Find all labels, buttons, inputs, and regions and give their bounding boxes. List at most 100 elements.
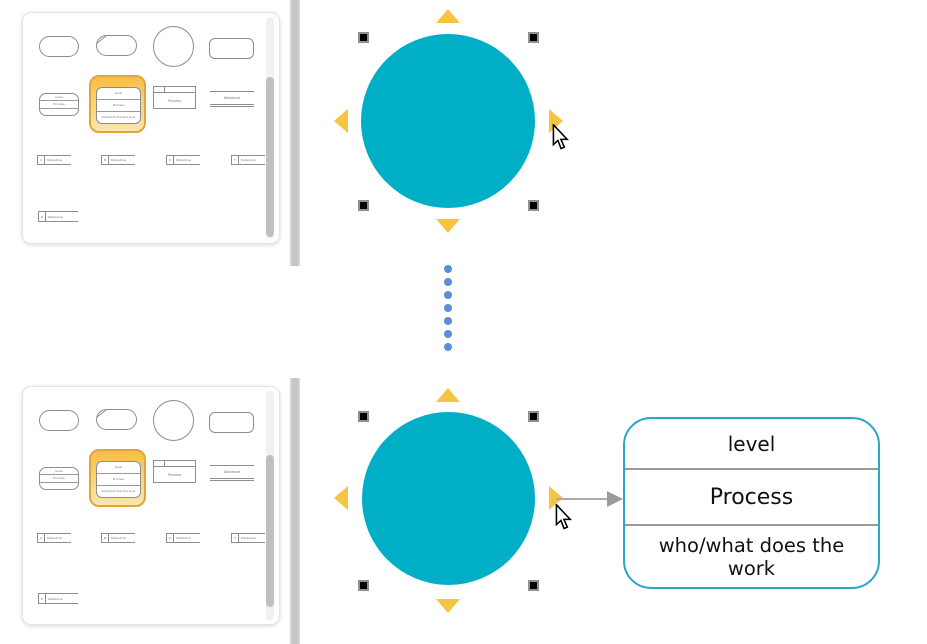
dot (444, 317, 452, 325)
process-rect-header (154, 87, 195, 93)
direction-arrow-down-icon[interactable] (436, 219, 460, 233)
palette-shape-datastore[interactable]: D Datastore (38, 211, 78, 222)
datastore-id: D (39, 594, 46, 603)
datastore-label: Datastore (47, 158, 62, 162)
direction-arrow-up-icon[interactable] (436, 388, 460, 402)
palette-shape-datastore[interactable]: D Datastore (38, 593, 78, 604)
palette-shape-datastore[interactable]: C Datastore (37, 533, 71, 543)
palette-shape-datastore-wide[interactable]: Datastore (210, 91, 254, 107)
process-rect-label: Process (168, 98, 181, 103)
datastore-label: Datastore (176, 536, 191, 540)
palette-shape-datastore[interactable]: T Datastore (231, 155, 265, 165)
palette-shape-process-rect[interactable]: Process (153, 86, 196, 109)
direction-arrow-down-icon[interactable] (436, 599, 460, 613)
dot (444, 330, 452, 338)
selection-handle-bottom-left[interactable] (358, 200, 369, 211)
selection-handle-bottom-left[interactable] (358, 580, 369, 591)
process-box-row-process: Process (625, 470, 878, 526)
process-box-row-who: who/what does the work (658, 533, 845, 580)
datastore-id: M (102, 534, 109, 542)
mini-row-who: who/what does the work (101, 488, 136, 493)
selected-mini-shape: level Process who/what does the work (96, 461, 141, 498)
mini-row-who: who/what does the work (101, 114, 136, 119)
notch-line (96, 35, 107, 44)
datastore-label: Datastore (176, 158, 191, 162)
palette-shape-circle[interactable] (153, 400, 194, 441)
palette-shape-datastore[interactable]: D Datastore (166, 155, 200, 165)
dot (444, 291, 452, 299)
palette-shape-rounded-rect[interactable] (209, 412, 254, 433)
mini-row-process: Process (40, 101, 78, 109)
palette-shape-circle[interactable] (153, 26, 194, 67)
process-box[interactable]: level Process who/what does the work (623, 417, 880, 589)
dot (444, 343, 452, 351)
datastore-label: Datastore (241, 158, 256, 162)
datastore-wide-label: Datastore (223, 470, 241, 474)
mouse-cursor-icon (555, 504, 572, 530)
palette-shape-datastore[interactable]: T Datastore (231, 533, 265, 543)
process-rect-header (154, 461, 195, 467)
process-rect-id-cell (154, 87, 165, 92)
selection-handle-top-left[interactable] (358, 32, 369, 43)
datastore-id: D (167, 534, 174, 542)
selected-mini-shape: level Process who/what does the work (96, 87, 141, 124)
scrollbar-track[interactable] (266, 391, 274, 620)
palette-shape-rounded-rect[interactable] (209, 38, 254, 59)
datastore-id: T (232, 156, 239, 164)
canvas-circle-bottom[interactable] (362, 412, 535, 585)
datastore-id: D (39, 212, 46, 221)
palette-shape-datastore-wide[interactable]: Datastore (210, 465, 254, 481)
palette-shape-datastore[interactable]: M Datastore (101, 155, 135, 165)
scrollbar-track[interactable] (266, 17, 274, 239)
datastore-wide-label: Datastore (223, 96, 241, 100)
datastore-id: M (102, 156, 109, 164)
datastore-id: C (38, 156, 45, 164)
datastore-label: Datastore (111, 158, 126, 162)
datastore-label: Datastore (48, 214, 63, 219)
palette-shape-oval[interactable] (39, 36, 79, 57)
palette-shape-process-selected[interactable]: level Process who/what does the work (89, 449, 146, 507)
selection-handle-top-left[interactable] (358, 411, 369, 422)
datastore-id: C (38, 534, 45, 542)
palette-shape-oval-notched[interactable] (96, 35, 137, 56)
direction-arrow-left-icon[interactable] (334, 486, 348, 510)
palette-shape-datastore[interactable]: C Datastore (37, 155, 71, 165)
mouse-cursor-icon (552, 124, 569, 150)
palette-shape-oval[interactable] (39, 410, 79, 431)
selection-handle-bottom-right[interactable] (528, 200, 539, 211)
palette-shape-datastore[interactable]: M Datastore (101, 533, 135, 543)
selection-handle-top-right[interactable] (528, 32, 539, 43)
connector-arrowhead-icon[interactable] (607, 491, 623, 507)
selection-handle-top-right[interactable] (528, 411, 539, 422)
palette-shape-process-rounded[interactable]: level Process (39, 467, 79, 490)
direction-arrow-left-icon[interactable] (334, 109, 348, 133)
direction-arrow-right-icon[interactable] (549, 109, 563, 133)
mini-row-empty (40, 109, 78, 115)
dot (444, 304, 452, 312)
connector-line[interactable] (556, 498, 608, 500)
palette-shape-datastore[interactable]: D Datastore (166, 533, 200, 543)
notch-line (96, 409, 107, 418)
mini-row-level: level (97, 88, 140, 100)
mini-row-process: Process (97, 474, 140, 486)
process-box-row-level: level (625, 419, 878, 470)
shape-palette-panel-top: level Process level Process who/what doe… (22, 12, 280, 244)
canvas-circle-top[interactable] (361, 34, 535, 208)
scrollbar-thumb[interactable] (266, 455, 274, 607)
datastore-id: D (167, 156, 174, 164)
process-rect-label: Process (168, 472, 181, 477)
panel-divider-bar-bottom (290, 378, 300, 644)
datastore-label: Datastore (241, 536, 256, 540)
panel-divider-bar-top (290, 0, 300, 266)
palette-shape-oval-notched[interactable] (96, 409, 137, 430)
palette-shape-process-selected[interactable]: level Process who/what does the work (89, 75, 146, 133)
datastore-label: Datastore (111, 536, 126, 540)
palette-shape-process-rounded[interactable]: level Process (39, 93, 79, 116)
mini-row-level: level (40, 468, 78, 476)
palette-shape-process-rect[interactable]: Process (153, 460, 196, 483)
selection-handle-bottom-right[interactable] (528, 580, 539, 591)
direction-arrow-up-icon[interactable] (436, 9, 460, 23)
scrollbar-thumb[interactable] (266, 77, 274, 237)
mini-row-level: level (97, 462, 140, 474)
